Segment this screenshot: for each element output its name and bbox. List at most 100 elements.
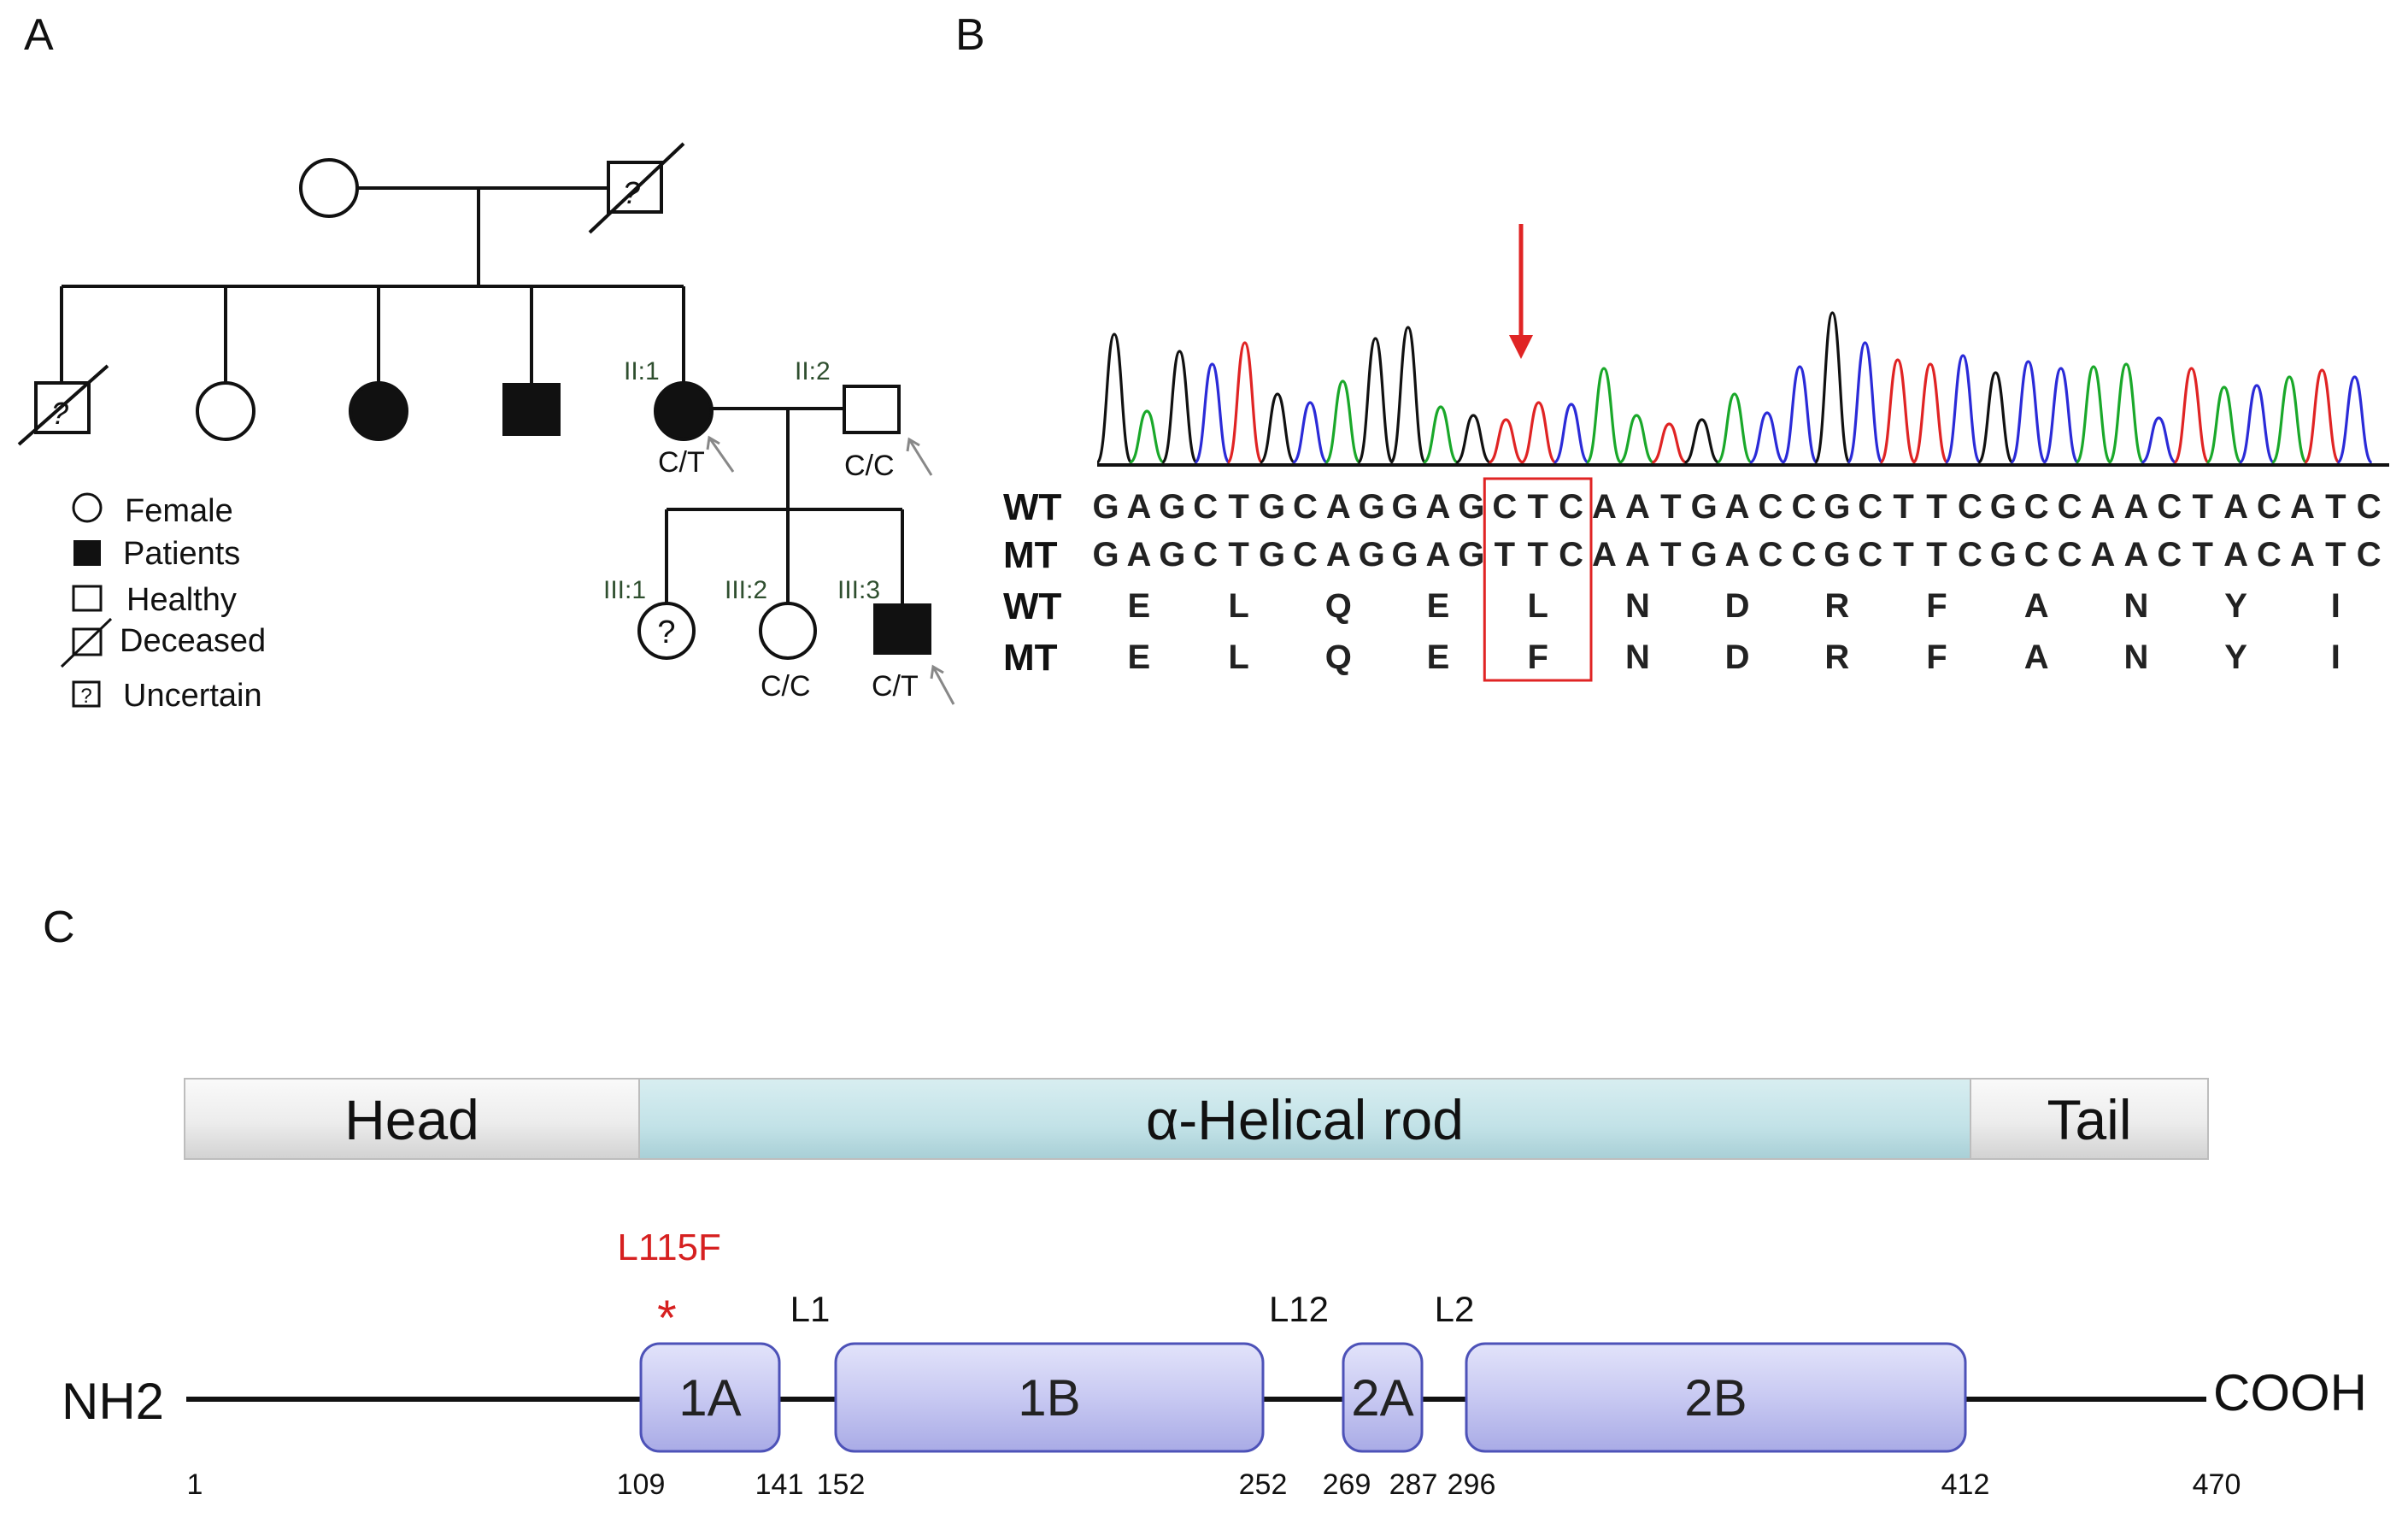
pedigree-iii3-male-patient (873, 603, 931, 655)
chromatogram-peak (1455, 414, 1491, 464)
arrow-icon (907, 438, 933, 476)
chromatogram-peak (1651, 422, 1688, 464)
sequence-base: C (2157, 488, 2182, 526)
mutation-label: L115F (617, 1227, 721, 1268)
sequence-base: C (1958, 488, 1982, 526)
sequence-base: C (1759, 536, 1783, 574)
sequence-base: T (1228, 536, 1248, 574)
sequence-base: G (1458, 488, 1484, 526)
sequence-base: A (1126, 536, 1151, 574)
protein-region-rod (638, 1078, 1971, 1160)
pedigree-gen1-uncertain-mark: ? (623, 175, 640, 210)
amino-acid: Y (2224, 638, 2247, 676)
chromatogram-peak (1520, 401, 1557, 464)
sequence-base: A (2290, 536, 2315, 574)
sequence-base: G (1092, 536, 1119, 574)
sequence-base: T (2325, 536, 2346, 574)
sequence-base: C (1559, 536, 1583, 574)
chromatogram-peak (1879, 358, 1917, 464)
sequence-base: G (1392, 536, 1418, 574)
chromatogram-peak (2205, 385, 2242, 464)
sequence-base: C (2357, 536, 2382, 574)
amino-acid: N (1625, 587, 1650, 625)
protein-domain-1a (639, 1342, 781, 1453)
protein-region-label: α-Helical rod (1146, 1088, 1464, 1151)
sequence-base: A (1592, 488, 1617, 526)
chromatogram-peak (2173, 367, 2211, 464)
c-terminus-label: COOH (2213, 1364, 2367, 1421)
amino-acid: A (2024, 638, 2049, 676)
chromatogram-peak (2042, 367, 2080, 464)
sequence-base: A (2223, 536, 2248, 574)
protein-domain-label: 1A (678, 1369, 741, 1427)
sequence-base: T (1926, 488, 1947, 526)
arrow-icon (906, 437, 920, 452)
legend-uncertain-mark: ? (80, 685, 91, 708)
pedigree-ii2-male-healthy (843, 385, 901, 434)
protein-region-head (184, 1078, 640, 1160)
sequence-base: A (2123, 536, 2148, 574)
sequence-base: A (1725, 536, 1750, 574)
sequence-base: G (1824, 488, 1850, 526)
sequence-base: G (1092, 488, 1119, 526)
amino-acid: Y (2224, 587, 2247, 625)
amino-acid: F (1926, 638, 1947, 676)
protein-domain-label: 2A (1351, 1369, 1413, 1427)
legend-female-label: Female (125, 493, 233, 529)
chromatogram-peak (1129, 409, 1166, 464)
pedigree-gen2-female-healthy (196, 381, 255, 441)
sequence-base: A (2223, 488, 2248, 526)
sequence-base: A (1426, 488, 1451, 526)
protein-region-tail (1970, 1078, 2209, 1160)
sequence-base: C (1958, 536, 1982, 574)
pedigree-id-iii1: III:1 (603, 576, 646, 604)
sequence-base: A (1326, 536, 1351, 574)
sequence-base: C (2058, 536, 2082, 574)
amino-acid: E (1427, 587, 1450, 625)
sequence-base: T (1228, 488, 1248, 526)
sequencing-chromatogram (1095, 311, 2374, 464)
chromatogram-peak (1553, 403, 1589, 464)
amino-acid: F (1527, 638, 1548, 676)
pedigree-iii2-female-healthy (759, 602, 817, 660)
sequence-base: T (1660, 488, 1681, 526)
legend-patient-symbol (73, 540, 101, 566)
chromatogram-peak (1944, 354, 1982, 464)
chromatogram-peak (2336, 375, 2374, 464)
arrow-icon (930, 664, 944, 680)
sequence-base: C (1559, 488, 1583, 526)
amino-acid: L (1228, 587, 1248, 625)
amino-acid: N (1625, 638, 1650, 676)
arrow-icon (706, 435, 720, 450)
pedigree-chart (17, 142, 955, 705)
chromatogram-peak (1095, 332, 1133, 464)
sequence-base: A (1326, 488, 1351, 526)
sequence-base: A (2091, 488, 2116, 526)
sequence-base: C (2058, 488, 2082, 526)
legend-healthy-label: Healthy (126, 582, 237, 618)
protein-position-label: 1 (187, 1468, 203, 1501)
chromatogram-peak (1813, 311, 1851, 464)
sequence-base: G (1691, 488, 1718, 526)
amino-acid: I (2331, 587, 2340, 625)
legend-uncertain-symbol (72, 680, 101, 708)
chromatogram-peak (2303, 368, 2340, 464)
arrow-icon (931, 666, 955, 705)
sequence-base: G (1392, 488, 1418, 526)
pedigree-gen1-female (299, 158, 359, 218)
amino-acid: D (1725, 587, 1750, 625)
sequence-base: A (1625, 488, 1650, 526)
chromatogram-peak (1683, 418, 1720, 464)
chromatogram-peak (1976, 371, 2014, 464)
sequence-base: A (2290, 488, 2315, 526)
protein-position-label: 141 (755, 1468, 804, 1501)
chromatogram-peak (1389, 326, 1427, 464)
sequence-base: G (1824, 536, 1850, 574)
amino-acid: R (1824, 587, 1849, 625)
pedigree-genotype-iii2: C/C (761, 670, 811, 703)
pedigree-arrows (706, 435, 955, 705)
pedigree-gen2-female-patient (349, 381, 408, 441)
